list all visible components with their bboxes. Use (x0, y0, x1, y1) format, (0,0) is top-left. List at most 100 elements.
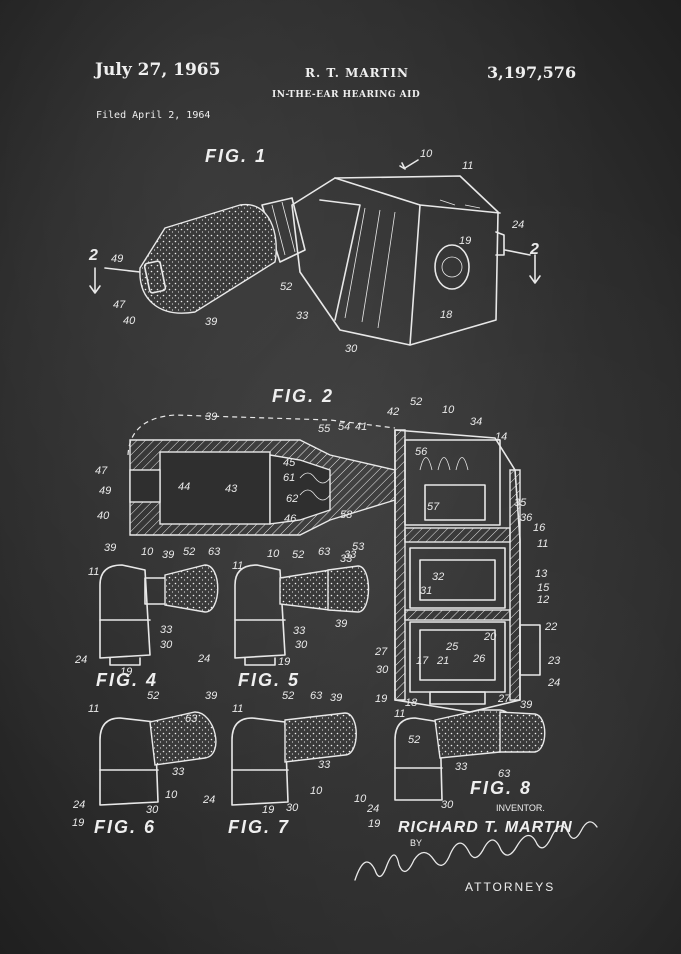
svg-text:39: 39 (104, 542, 116, 554)
svg-text:63: 63 (318, 546, 331, 558)
svg-text:30: 30 (286, 802, 299, 814)
svg-text:31: 31 (420, 585, 432, 597)
svg-text:32: 32 (432, 571, 444, 583)
svg-text:39: 39 (205, 690, 217, 702)
svg-text:35: 35 (514, 497, 527, 509)
svg-text:33: 33 (318, 759, 331, 771)
figure-7-drawing: 52 63 39 11 33 10 24 19 30 (202, 690, 357, 816)
svg-text:47: 47 (95, 465, 108, 477)
figure-6-drawing: 52 39 11 63 33 10 24 19 30 (72, 690, 217, 829)
svg-text:63: 63 (498, 768, 511, 780)
svg-text:24: 24 (74, 654, 87, 666)
svg-text:10: 10 (442, 404, 455, 416)
svg-text:11: 11 (232, 703, 243, 715)
svg-text:33: 33 (160, 624, 173, 636)
patent-number: 3,197,576 (487, 63, 577, 82)
svg-text:24: 24 (72, 799, 85, 811)
svg-text:23: 23 (547, 655, 561, 667)
figure-4-drawing: 11 10 39 52 63 33 30 24 19 39 (74, 542, 221, 678)
svg-text:52: 52 (280, 281, 292, 293)
svg-text:52: 52 (282, 690, 294, 702)
svg-text:30: 30 (345, 343, 358, 355)
svg-text:33: 33 (293, 625, 306, 637)
svg-text:18: 18 (440, 309, 453, 321)
inventor-label: INVENTOR. (496, 803, 545, 813)
svg-text:39: 39 (335, 618, 347, 630)
svg-text:24: 24 (511, 219, 524, 231)
svg-text:10: 10 (267, 548, 280, 560)
svg-text:10: 10 (354, 793, 367, 805)
by-label: BY (410, 838, 423, 848)
svg-text:55: 55 (318, 423, 331, 435)
svg-text:26: 26 (472, 653, 486, 665)
svg-text:36: 36 (520, 512, 533, 524)
filed-date: Filed April 2, 1964 (96, 110, 211, 121)
svg-text:63: 63 (310, 690, 323, 702)
svg-text:14: 14 (495, 431, 507, 443)
svg-text:19: 19 (278, 656, 290, 668)
svg-text:10: 10 (420, 148, 433, 160)
figure-2-drawing: 39 55 54 41 42 52 10 34 14 47 44 43 45 6… (95, 396, 561, 720)
svg-text:17: 17 (416, 655, 429, 667)
svg-text:24: 24 (366, 803, 379, 815)
svg-text:52: 52 (408, 734, 420, 746)
svg-text:39: 39 (205, 316, 217, 328)
svg-text:30: 30 (441, 799, 454, 811)
fig5-label: FIG. 5 (238, 670, 301, 690)
svg-text:43: 43 (225, 483, 238, 495)
svg-text:33: 33 (296, 310, 309, 322)
inventor-short: R. T. MARTIN (305, 66, 409, 80)
svg-text:2: 2 (88, 247, 98, 264)
svg-text:34: 34 (470, 416, 482, 428)
svg-text:41: 41 (355, 421, 367, 433)
svg-text:24: 24 (547, 677, 560, 689)
attorney-signature-scrawl (354, 821, 598, 881)
fig8-label: FIG. 8 (470, 778, 533, 798)
figure-5-drawing: 11 10 52 63 33 39 30 24 19 33 (197, 546, 370, 668)
svg-text:39: 39 (520, 699, 532, 711)
svg-text:30: 30 (160, 639, 173, 651)
svg-text:33: 33 (340, 553, 353, 565)
svg-text:39: 39 (330, 692, 342, 704)
svg-text:27: 27 (374, 646, 388, 658)
svg-text:52: 52 (292, 549, 304, 561)
svg-text:52: 52 (183, 546, 195, 558)
svg-text:19: 19 (375, 693, 387, 705)
fig2-label: FIG. 2 (272, 386, 335, 406)
patent-title: IN-THE-EAR HEARING AID (272, 90, 421, 100)
svg-text:11: 11 (88, 703, 99, 715)
svg-text:61: 61 (283, 472, 295, 484)
svg-text:49: 49 (111, 253, 123, 265)
svg-text:40: 40 (123, 315, 136, 327)
svg-text:13: 13 (535, 568, 548, 580)
fig7-label: FIG. 7 (228, 817, 291, 837)
fig6-label: FIG. 6 (94, 817, 157, 837)
figure-8-drawing: 39 52 33 63 10 24 30 19 (354, 699, 546, 830)
patent-date: July 27, 1965 (95, 60, 221, 80)
svg-text:2: 2 (529, 241, 539, 258)
svg-text:54: 54 (338, 421, 350, 433)
svg-text:56: 56 (415, 446, 428, 458)
svg-text:49: 49 (99, 485, 111, 497)
svg-text:15: 15 (537, 582, 550, 594)
svg-text:57: 57 (427, 501, 440, 513)
svg-text:20: 20 (483, 631, 497, 643)
svg-text:19: 19 (459, 235, 471, 247)
svg-text:25: 25 (445, 641, 459, 653)
svg-text:40: 40 (97, 510, 110, 522)
svg-text:62: 62 (286, 493, 298, 505)
svg-text:18: 18 (405, 697, 418, 709)
svg-text:24: 24 (202, 794, 215, 806)
svg-text:46: 46 (284, 513, 297, 525)
svg-text:52: 52 (410, 396, 422, 408)
figure-1-drawing: 2 2 10 11 24 19 18 49 47 40 39 52 33 30 (88, 148, 541, 355)
svg-text:21: 21 (436, 655, 449, 667)
svg-text:30: 30 (295, 639, 308, 651)
svg-text:12: 12 (537, 594, 549, 606)
svg-text:10: 10 (141, 546, 154, 558)
svg-text:11: 11 (394, 708, 405, 720)
svg-text:63: 63 (185, 713, 198, 725)
svg-text:19: 19 (120, 666, 132, 678)
svg-text:33: 33 (172, 766, 185, 778)
